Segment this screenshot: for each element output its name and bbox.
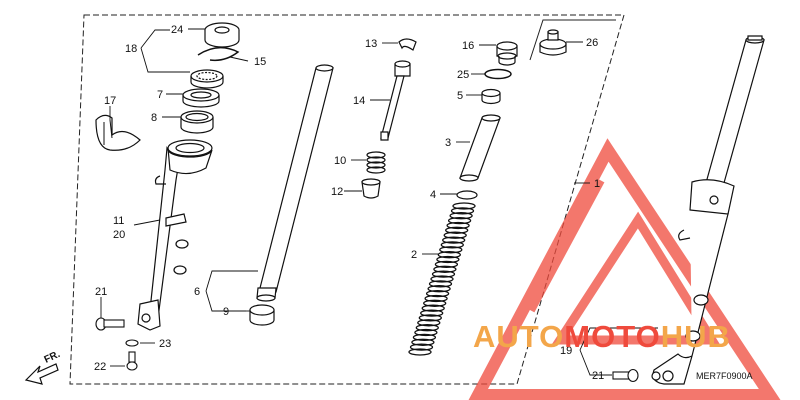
leader-lines	[100, 28, 658, 376]
spring-coil	[443, 231, 467, 239]
callout-17: 17	[104, 95, 116, 107]
spring-coil	[409, 343, 434, 351]
spring-coil	[425, 289, 450, 298]
callout-2: 2	[411, 249, 417, 261]
callout-1: 1	[594, 178, 600, 190]
spring-coil	[420, 309, 444, 317]
callout-21-left: 21	[95, 286, 107, 298]
spring-coil	[434, 260, 459, 269]
spring-coil	[452, 202, 476, 210]
spring-coil	[442, 236, 466, 244]
part-15-circlip	[197, 46, 240, 62]
part-25-o-ring	[484, 68, 512, 80]
callout-7: 7	[157, 89, 163, 101]
spring-coil	[440, 241, 464, 249]
part-7-oil-seal	[182, 88, 220, 108]
part-1-fork-assembly	[651, 35, 765, 385]
callout-22: 22	[94, 361, 106, 373]
callout-16: 16	[462, 40, 474, 52]
watermark-text: AUTOMOTOHUB	[473, 319, 731, 354]
fr-label: FR.	[43, 349, 62, 366]
spring-coil	[414, 328, 438, 337]
spring-coil	[430, 275, 454, 283]
diagram-code: MER7F0900A	[696, 371, 753, 381]
part-17-fork-guard	[95, 114, 141, 151]
part-5-collar	[481, 88, 501, 105]
spring-coil	[411, 338, 435, 346]
spring-coil	[423, 299, 447, 307]
callout-6: 6	[194, 286, 200, 298]
part-9-slide-bushing	[249, 304, 275, 326]
part-11-fork-slider	[137, 139, 213, 331]
part-23-washer	[125, 339, 139, 347]
part-6-fork-tube	[256, 64, 334, 302]
callout-19: 19	[560, 345, 572, 357]
part-21-bolt-right	[612, 368, 639, 383]
spring-coil	[447, 216, 472, 225]
callout-10: 10	[334, 155, 346, 167]
watermark-logo	[468, 138, 781, 400]
callout-4: 4	[430, 189, 436, 201]
part-10-rebound-spring	[366, 151, 386, 174]
spring-coil	[421, 304, 445, 312]
callout-12: 12	[331, 186, 343, 198]
callout-13: 13	[365, 38, 377, 50]
spring-coil	[433, 265, 457, 273]
front-direction-arrow: FR.	[24, 349, 62, 385]
part-16-fork-bolt	[496, 41, 518, 66]
spring-coil	[439, 246, 463, 254]
part-21-bolt-left	[95, 317, 125, 331]
part-3-spacer	[459, 114, 501, 182]
part-24-nut	[204, 22, 240, 48]
spring-coil	[446, 221, 470, 230]
callout-14: 14	[353, 95, 365, 107]
spring-coil	[417, 319, 441, 327]
watermark-moto: MOTO	[564, 319, 660, 354]
assembly-frame	[69, 14, 625, 385]
part-22-drain-bolt	[126, 351, 138, 371]
spring-coil	[412, 333, 437, 342]
callout-15: 15	[254, 56, 266, 68]
part-bearing	[190, 69, 224, 89]
spring-coil	[437, 251, 461, 259]
part-26-adjuster-cap	[539, 29, 567, 56]
spring-coil	[408, 348, 432, 356]
callout-23: 23	[159, 338, 171, 350]
callout-24: 24	[171, 24, 183, 36]
part-14-damper-rod	[380, 60, 411, 141]
part-8-bushing	[180, 110, 214, 134]
callout-8: 8	[151, 112, 157, 124]
spring-coil	[415, 324, 439, 332]
callouts: 24 18 15 7 17 8 11 20 21 23 22 6 9 13 14…	[94, 24, 753, 382]
spring-coil	[424, 294, 448, 303]
spring-coil	[449, 212, 473, 220]
callout-25: 25	[457, 69, 469, 81]
watermark-hub: HUB	[661, 319, 731, 354]
callout-9: 9	[223, 306, 229, 318]
callout-26: 26	[586, 37, 598, 49]
part-4-spring-seat	[456, 190, 478, 200]
spring-coil	[436, 255, 460, 264]
spring-coil	[431, 270, 456, 278]
part-13-piston-ring	[398, 38, 417, 51]
callout-3: 3	[445, 137, 451, 149]
spring-coil	[418, 314, 442, 322]
inset-frame	[529, 19, 616, 61]
callout-21-right: 21	[592, 370, 604, 382]
spring-coil	[450, 207, 475, 215]
part-2-fork-spring	[408, 202, 476, 356]
spring-coil	[445, 226, 469, 234]
callout-11: 11	[113, 215, 124, 227]
spring-coil	[428, 280, 453, 288]
callout-20: 20	[113, 229, 125, 241]
callout-18: 18	[125, 43, 137, 55]
spring-coil	[427, 285, 451, 293]
callout-5: 5	[457, 90, 463, 102]
part-12-oil-lock-piece	[361, 178, 381, 199]
watermark-auto: AUTO	[473, 319, 564, 354]
